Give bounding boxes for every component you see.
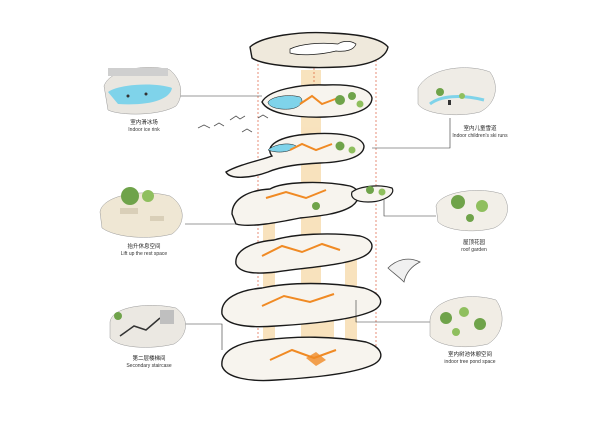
label-staircase-en: Secondary staircase <box>126 362 172 369</box>
label-rest-space: 抬升休息空间 Lift up the rest space <box>106 244 182 257</box>
inset-tree-pond <box>429 296 503 347</box>
floor-ski-run-level <box>225 132 365 178</box>
label-roof-garden: 屋顶花园 roof garden <box>446 240 502 253</box>
label-tree-pond-zh: 室内树池休憩空间 <box>447 352 492 358</box>
inset-rest-space <box>99 187 183 238</box>
floor-level-2 <box>221 282 382 328</box>
label-roof-garden-zh: 屋顶花园 <box>462 240 485 246</box>
leader-lines <box>178 95 451 350</box>
label-staircase-zh: 第二层楼梯间 <box>132 356 166 362</box>
label-tree-pond: 室内树池休憩空间 indoor tree pond space <box>430 352 510 365</box>
label-rest-space-zh: 抬升休息空间 <box>127 244 161 250</box>
inset-ice-rink <box>103 67 182 115</box>
inset-roof-garden <box>435 190 508 232</box>
roof-slab <box>249 31 389 69</box>
label-staircase: 第二层楼梯间 Secondary staircase <box>114 356 184 369</box>
label-ski-runs: 室内儿童雪道 Indoor children's ski runs <box>438 126 522 139</box>
label-tree-pond-en: indoor tree pond space <box>444 358 496 365</box>
inset-ski-runs <box>417 67 496 116</box>
label-ski-runs-zh: 室内儿童雪道 <box>463 126 497 132</box>
label-roof-garden-en: roof garden <box>461 246 487 253</box>
floor-level-3 <box>235 233 373 274</box>
label-ice-rink-zh: 室内滑冰场 <box>130 120 158 126</box>
floor-level-1 <box>221 336 382 382</box>
floor-rest-space-level <box>231 181 394 227</box>
floor-ice-rink-level <box>261 84 373 118</box>
inset-secondary-staircase <box>109 305 186 348</box>
label-rest-space-en: Lift up the rest space <box>120 250 168 257</box>
label-ice-rink: 室内滑冰场 Indoor ice rink <box>112 120 176 133</box>
label-ice-rink-en: Indoor ice rink <box>128 126 160 133</box>
label-ski-runs-en: Indoor children's ski runs <box>452 132 508 139</box>
bird-sketches <box>197 114 421 283</box>
